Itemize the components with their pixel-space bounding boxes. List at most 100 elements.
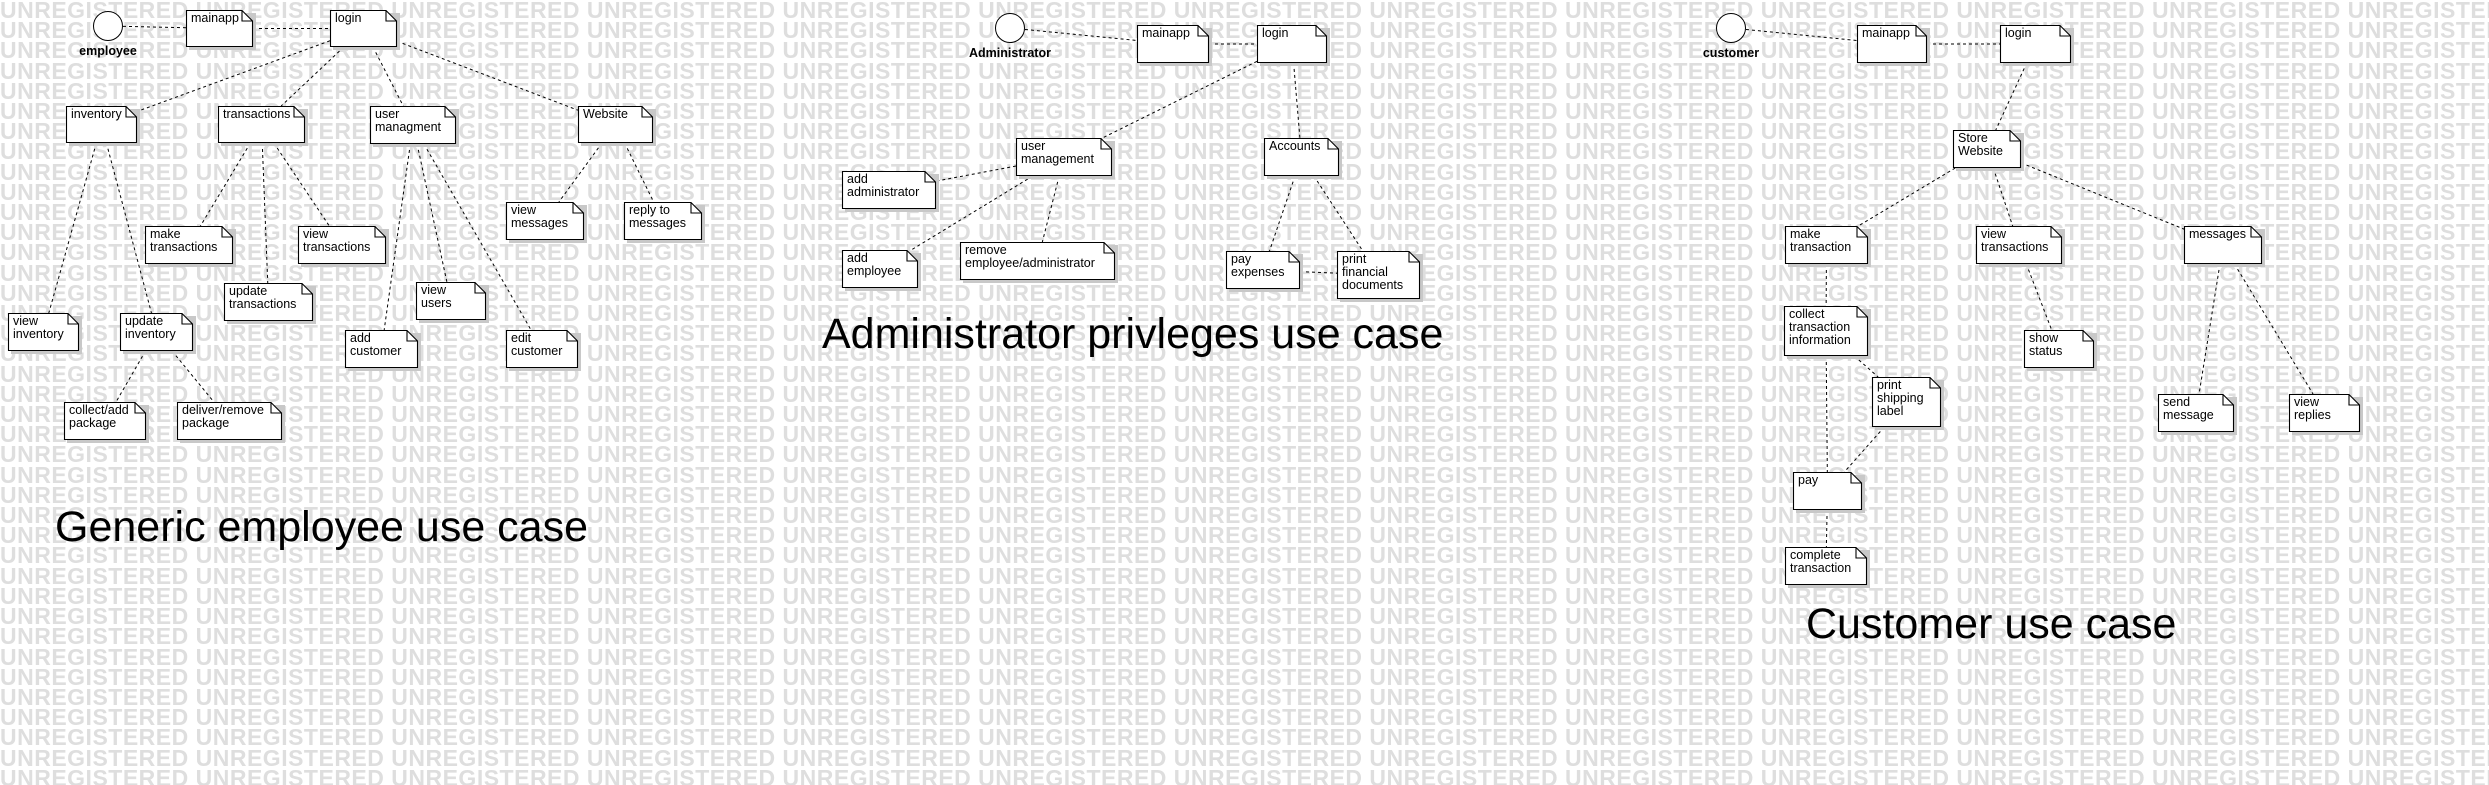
note-label: complete transaction: [1790, 548, 1852, 575]
note-website[interactable]: Website: [577, 105, 656, 146]
note-print-shipping-label[interactable]: print shipping label: [1871, 376, 1944, 430]
note-shape: [176, 401, 285, 443]
note-collect-transaction-information[interactable]: collect transaction information: [1783, 305, 1871, 359]
note-shape: [223, 282, 316, 324]
note-login[interactable]: login: [329, 9, 400, 50]
dependency-edge: [1992, 167, 2014, 227]
dependency-edge: [105, 142, 152, 314]
note-label: Accounts: [1269, 139, 1321, 153]
note-shape: [63, 401, 149, 443]
dependency-edge: [2020, 162, 2185, 230]
note-transactions[interactable]: transactions: [217, 105, 308, 146]
actor-head-icon: [93, 11, 123, 41]
note-shape: [841, 249, 921, 291]
note-update-transactions[interactable]: update transactions: [223, 282, 316, 324]
note-update-inventory[interactable]: update inventory: [119, 312, 196, 354]
note-shape: [144, 225, 236, 267]
note-edit-customer[interactable]: edit customer: [505, 329, 581, 371]
note-shape: [217, 105, 308, 146]
actor-administrator: Administrator: [960, 13, 1060, 60]
note-make-transaction[interactable]: make transaction: [1784, 225, 1871, 267]
note-store-website[interactable]: Store Website: [1952, 129, 2024, 171]
dependency-edge: [48, 142, 97, 314]
actor-label: Administrator: [969, 46, 1051, 60]
note-complete-transaction[interactable]: complete transaction: [1784, 546, 1870, 588]
note-pay-expenses[interactable]: pay expenses: [1225, 250, 1303, 292]
note-shape: [65, 105, 140, 146]
dependency-edge: [416, 143, 448, 283]
note-view-users[interactable]: view users: [415, 281, 489, 323]
note-add-administrator[interactable]: add administrator: [841, 170, 939, 212]
note-label: transactions: [223, 107, 291, 121]
note-shape: [7, 312, 82, 354]
note-shape: [185, 9, 256, 50]
note-make-transactions[interactable]: make transactions: [144, 225, 236, 267]
note-shape: [119, 312, 196, 354]
dependency-edge: [1995, 62, 2028, 131]
note-view-transactions[interactable]: view transactions: [1975, 225, 2065, 267]
dependency-edge: [2234, 263, 2314, 395]
note-shape: [1784, 225, 1871, 267]
note-view-replies[interactable]: view replies: [2288, 393, 2363, 435]
note-shape: [1256, 24, 1330, 66]
note-label: view users: [421, 283, 452, 310]
note-label: send message: [2163, 395, 2214, 422]
note-shape: [297, 225, 389, 267]
note-shape: [1263, 137, 1342, 179]
note-shape: [369, 105, 459, 147]
note-label: add customer: [350, 331, 402, 358]
dependency-edge: [383, 143, 411, 331]
dependency-edge: [558, 142, 603, 203]
note-deliver-remove-package[interactable]: deliver/remove package: [176, 401, 285, 443]
note-add-employee[interactable]: add employee: [841, 249, 921, 291]
note-label: mainapp: [1862, 26, 1910, 40]
note-collect-add-package[interactable]: collect/add package: [63, 401, 149, 443]
note-label: deliver/remove package: [182, 403, 264, 430]
note-label: show status: [2029, 331, 2063, 358]
note-shape: [1975, 225, 2065, 267]
note-mainapp[interactable]: mainapp: [1856, 24, 1930, 66]
note-shape: [1783, 305, 1871, 359]
dependency-edge: [1102, 60, 1258, 139]
note-label: add administrator: [847, 172, 920, 199]
note-shape: [623, 201, 705, 243]
note-mainapp[interactable]: mainapp: [185, 9, 256, 50]
note-user-managment[interactable]: user managment: [369, 105, 459, 147]
note-label: inventory: [71, 107, 122, 121]
dependency-edge: [1299, 271, 1338, 274]
note-reply-to-messages[interactable]: reply to messages: [623, 201, 705, 243]
note-print-financial-documents[interactable]: print financial documents: [1336, 250, 1423, 302]
note-label: view transactions: [1981, 227, 2049, 254]
title-administrator-use-case: Administrator privleges use case: [822, 310, 1444, 358]
note-accounts[interactable]: Accounts: [1263, 137, 1342, 179]
note-shape: [1784, 546, 1870, 588]
note-label: print shipping label: [1877, 378, 1924, 418]
note-shape: [329, 9, 400, 50]
note-shape: [841, 170, 939, 212]
note-pay[interactable]: pay: [1792, 471, 1865, 513]
note-view-inventory[interactable]: view inventory: [7, 312, 82, 354]
note-label: update inventory: [125, 314, 176, 341]
note-view-messages[interactable]: view messages: [505, 201, 587, 243]
dependency-edge: [1858, 167, 1956, 227]
actor-customer: customer: [1681, 13, 1781, 60]
note-label: view transactions: [303, 227, 371, 254]
note-label: print financial documents: [1342, 252, 1404, 292]
note-user-management[interactable]: user management: [1015, 137, 1115, 179]
note-messages[interactable]: messages: [2183, 225, 2265, 267]
note-shape: [1336, 250, 1423, 302]
note-send-message[interactable]: send message: [2157, 393, 2237, 435]
dependency-edge: [200, 142, 251, 227]
note-inventory[interactable]: inventory: [65, 105, 140, 146]
note-login[interactable]: login: [1256, 24, 1330, 66]
note-show-status[interactable]: show status: [2023, 329, 2097, 371]
dependency-edge: [1843, 426, 1885, 473]
note-remove-employee-administrator[interactable]: remove employee/administrator: [959, 241, 1118, 283]
note-view-transactions[interactable]: view transactions: [297, 225, 389, 267]
note-login[interactable]: login: [1999, 24, 2074, 66]
note-mainapp[interactable]: mainapp: [1136, 24, 1212, 66]
dependency-edge: [1041, 175, 1060, 243]
note-add-customer[interactable]: add customer: [344, 329, 421, 371]
note-label: login: [335, 11, 362, 25]
